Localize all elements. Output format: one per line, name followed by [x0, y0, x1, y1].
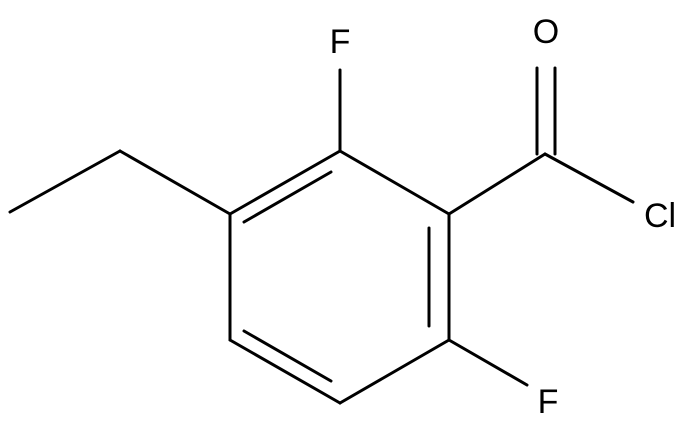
ring-bond-c2-c3 — [338, 149, 451, 216]
bond-ethyl-ch3 — [8, 149, 122, 214]
ring-bond-c4-c5 — [338, 338, 451, 405]
bond-c4-fluorine-bottom — [447, 338, 529, 387]
bond-ethyl-ch2 — [118, 149, 232, 216]
atom-label-oxygen: O — [533, 13, 559, 51]
bond-carbonyl-chlorine — [543, 152, 635, 204]
atom-label-fluorine-bottom: F — [538, 383, 559, 421]
bond-ring-carbonyl — [447, 152, 547, 216]
ring-bond-c1-c2 — [228, 149, 342, 216]
ring-double-bond-inner-1 — [242, 170, 333, 224]
ring-bond-c5-c6 — [228, 338, 342, 405]
ring-double-bond-inner-3 — [242, 329, 333, 383]
atom-label-chlorine: Cl — [644, 197, 676, 235]
atom-label-fluorine-top: F — [330, 23, 351, 61]
